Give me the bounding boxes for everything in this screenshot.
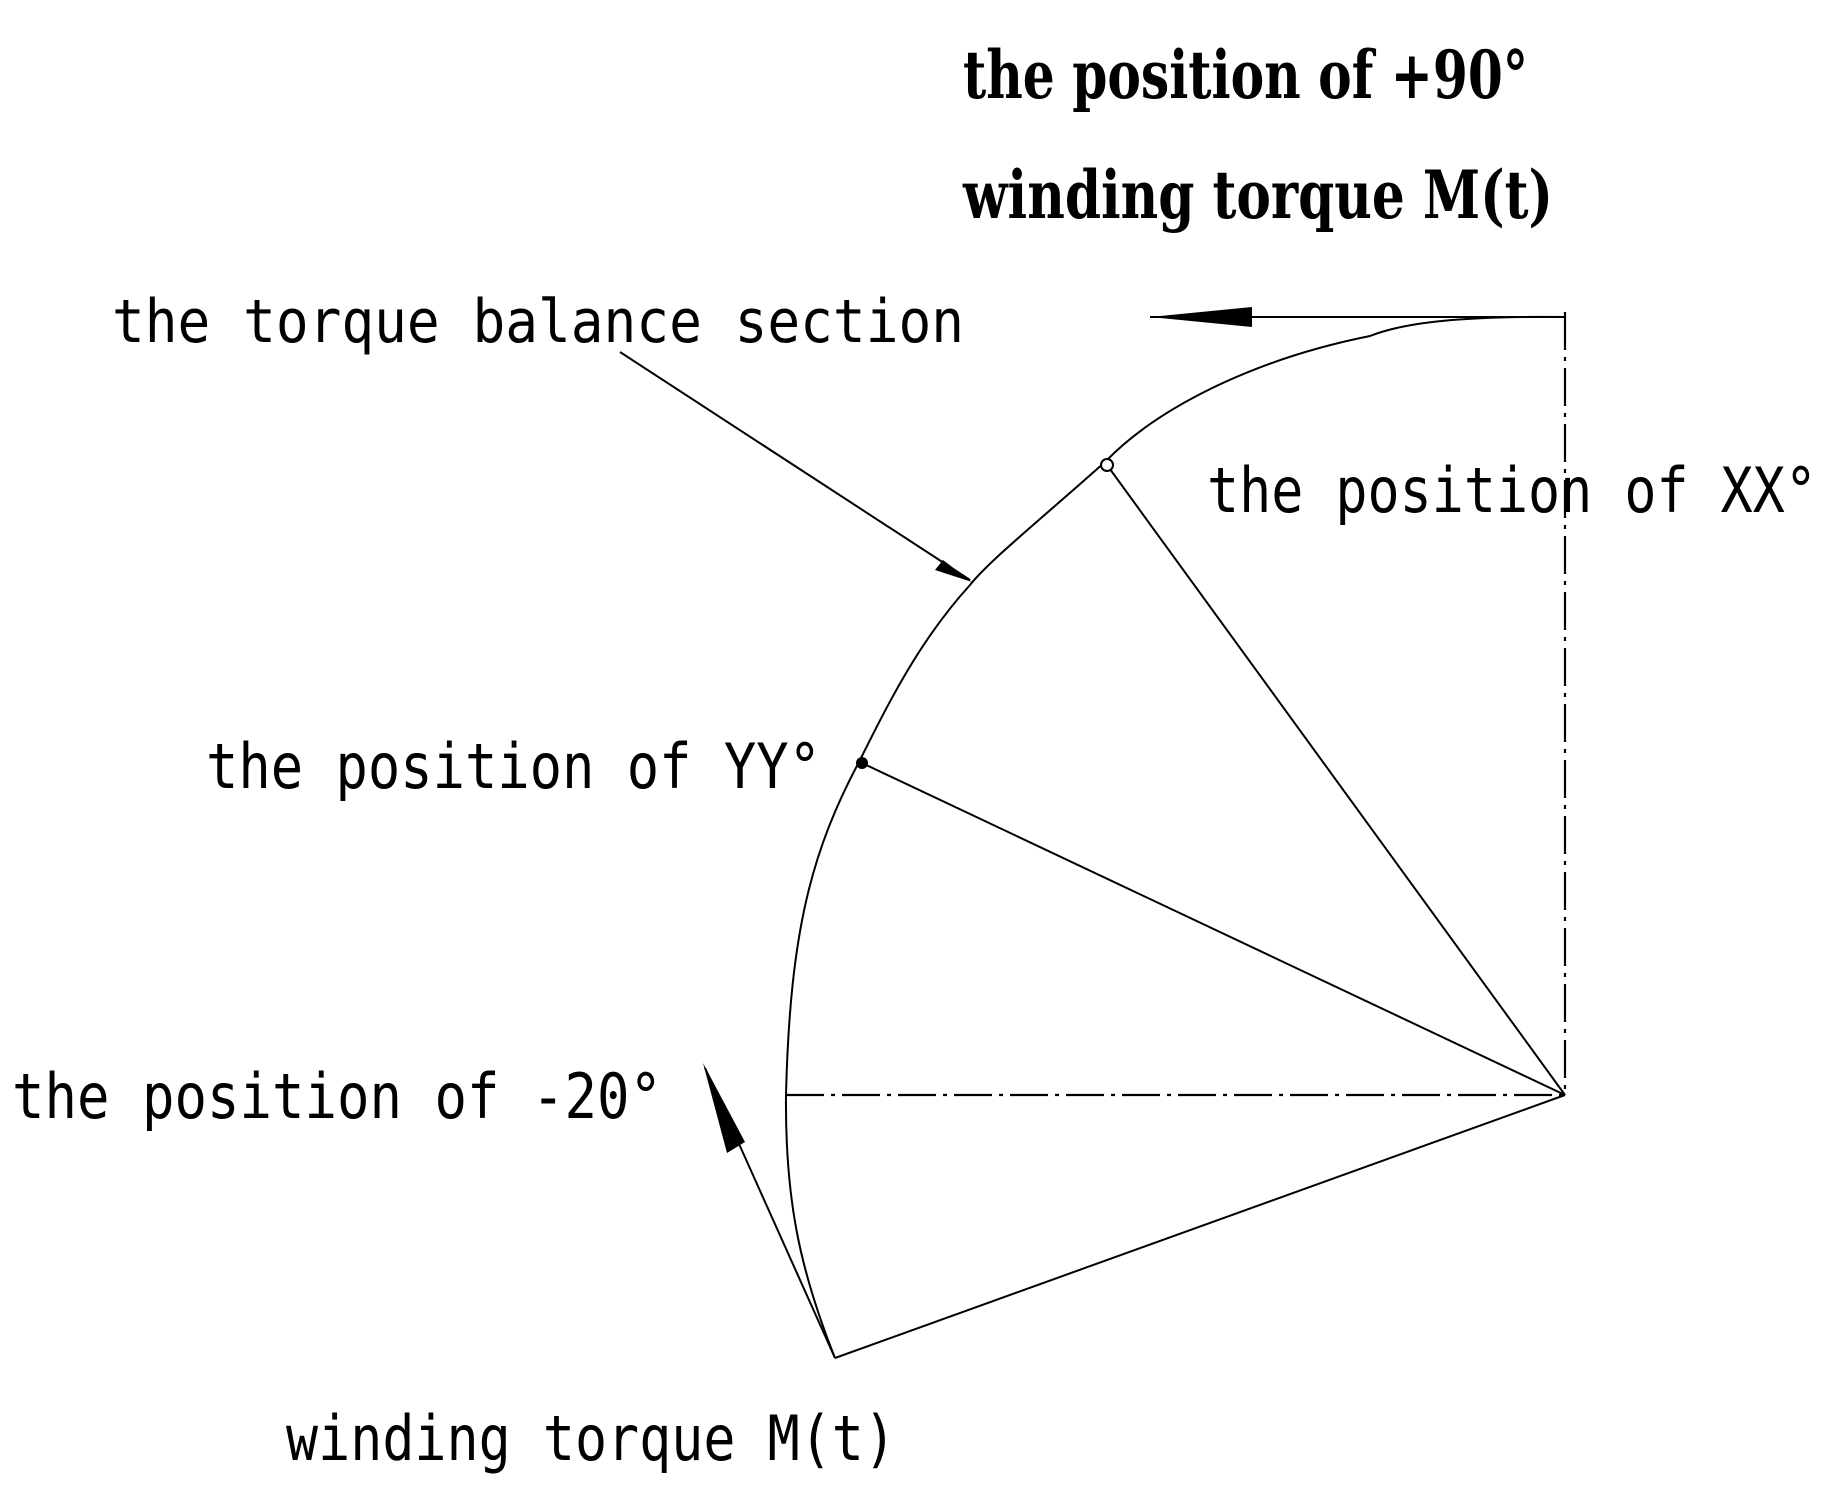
label-winding-torque-bottom: winding torque M(t)	[286, 1402, 896, 1475]
balance-section-leader	[619, 351, 971, 581]
torque-arrowhead-top	[1150, 307, 1252, 327]
xx-position-marker	[1100, 458, 1114, 472]
radius-yy	[861, 762, 1566, 1096]
label-position-yy: the position of YY°	[206, 730, 821, 803]
balance-section-leader-arrowhead	[935, 560, 972, 582]
radius-xx	[1106, 464, 1566, 1096]
label-winding-torque-top: winding torque M(t)	[962, 156, 1553, 234]
torque-arrowhead-bottom	[703, 1063, 745, 1153]
radius-minus20	[834, 1094, 1566, 1359]
yy-position-marker	[856, 757, 868, 769]
label-position-plus90: the position of +90°	[963, 36, 1528, 114]
label-position-xx: the position of XX°	[1207, 454, 1817, 527]
label-position-minus20: the position of -20°	[12, 1060, 662, 1133]
label-torque-balance-section: the torque balance section	[112, 287, 964, 357]
rotation-arc	[784, 315, 1566, 1359]
